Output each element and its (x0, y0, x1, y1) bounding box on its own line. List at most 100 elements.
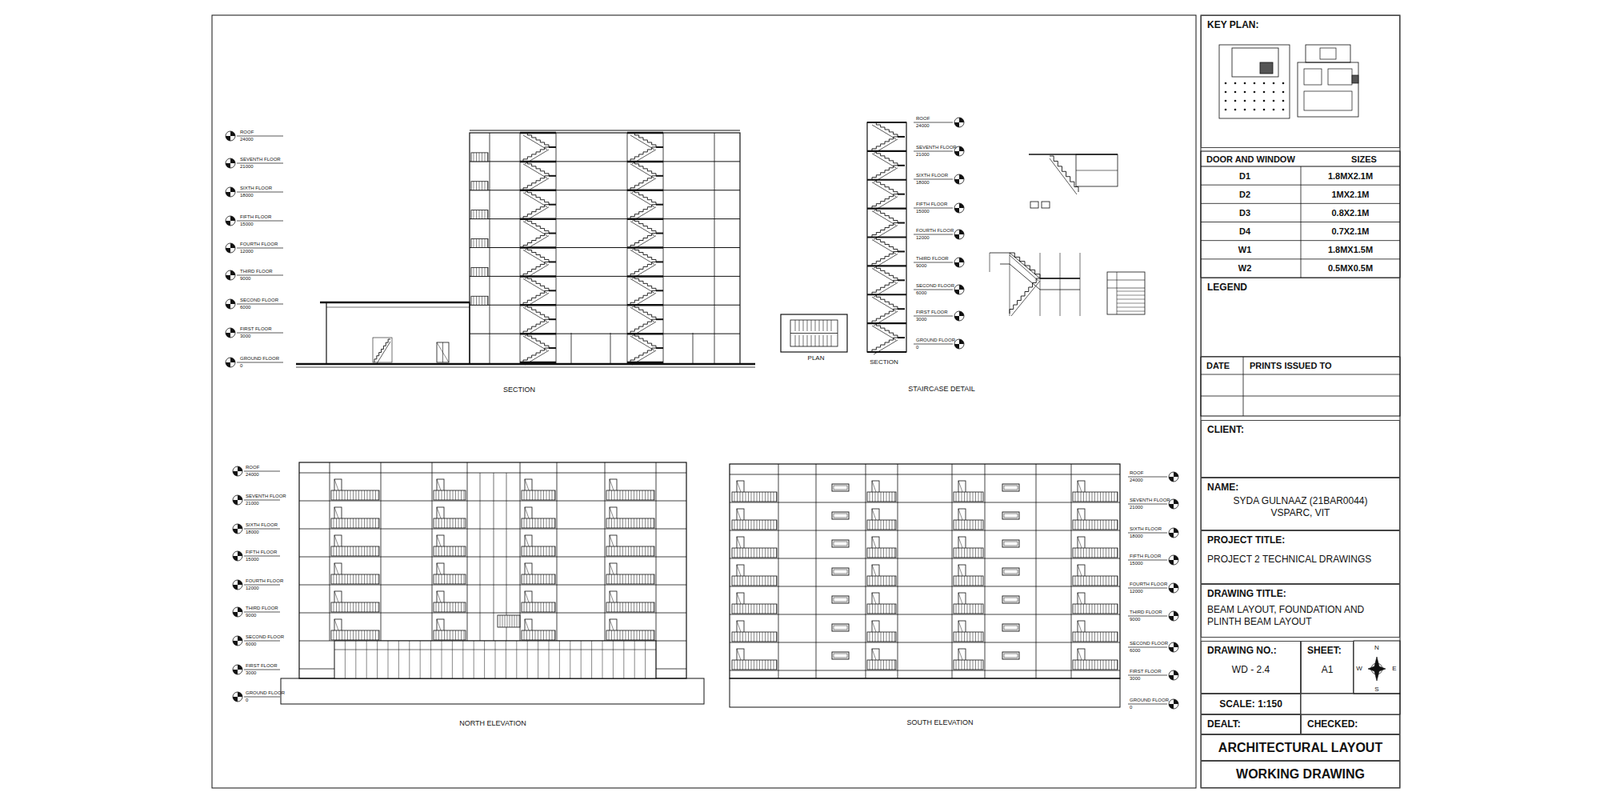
railing-bar (742, 520, 744, 530)
grid-dot (1244, 100, 1247, 103)
stair-landing (897, 136, 905, 138)
railing-bar (444, 490, 445, 500)
railing-bar (364, 518, 365, 528)
level-line (913, 234, 953, 236)
railing-bar (1094, 604, 1096, 614)
railing-bar (631, 574, 632, 584)
railing-bar (1097, 520, 1099, 530)
stair-tread (795, 335, 796, 347)
level-value: 3000 (916, 316, 927, 323)
level-value: 12000 (916, 235, 930, 241)
railing-bar (1075, 520, 1076, 530)
railing-bar (869, 492, 871, 502)
title-block-cell: SCALE: 1:150 (1200, 693, 1301, 715)
compass-letter: W (1356, 664, 1363, 672)
stair-landing (897, 336, 905, 339)
railing-bar (543, 490, 544, 500)
railing-bar (958, 520, 960, 530)
grid-dot (1272, 82, 1276, 85)
balcony-railing (867, 604, 896, 614)
balcony-railing (521, 574, 556, 584)
railing-bar (375, 546, 376, 556)
railing-bar (464, 602, 465, 612)
railing-bar (1108, 660, 1110, 670)
railing-bar (339, 574, 340, 584)
balcony-railing (331, 630, 380, 640)
level-quadrant (232, 528, 238, 534)
window-symbol (832, 484, 849, 492)
post (1009, 252, 1011, 316)
level-name: SEVENTH FLOOR (1129, 497, 1171, 504)
stair-slab (627, 217, 664, 220)
railing-bar (479, 152, 480, 162)
railing-bar (464, 630, 465, 640)
balcony-railing (1072, 492, 1118, 502)
railing-bar (751, 492, 752, 502)
railing-bar (956, 548, 957, 558)
railing-bar (1077, 548, 1079, 558)
railing-bar (736, 604, 738, 614)
railing-bar (978, 604, 980, 614)
railing-bar (736, 660, 738, 670)
railing-bar (622, 546, 624, 556)
mullion (537, 640, 539, 679)
stair-slab (627, 275, 664, 278)
window-glass (833, 653, 848, 658)
table-header: DATE (1206, 360, 1230, 372)
railing-bar (631, 490, 632, 500)
balcony-railing (953, 520, 984, 530)
stair-tread (811, 320, 812, 332)
table-rule (1200, 166, 1400, 168)
landing-rail (1076, 170, 1118, 172)
railing-bar (972, 660, 974, 670)
stair-landing (656, 175, 664, 177)
railing-bar (776, 632, 777, 642)
railing-bar (892, 576, 893, 586)
railing-bar (1088, 576, 1090, 586)
stair-slab (520, 217, 556, 220)
floor-slab (469, 218, 740, 220)
level-value: 12000 (240, 248, 254, 255)
stair-flight (523, 261, 549, 276)
floor-line (729, 502, 1120, 504)
railing-bar (369, 574, 371, 584)
railing-bar (543, 602, 544, 612)
railing-bar (644, 490, 646, 500)
stair-flight (872, 180, 898, 195)
level-name: GROUND FLOOR (240, 356, 280, 362)
window-symbol (1002, 540, 1020, 548)
level-quadrant (1173, 499, 1179, 504)
railing-bar (892, 492, 893, 502)
level-name: SIXTH FLOOR (1129, 526, 1162, 532)
compass-cell (1353, 640, 1400, 694)
stair-slab (627, 189, 664, 192)
grid-dot (1244, 108, 1247, 112)
wall-line (432, 462, 433, 641)
railing-bar (484, 296, 486, 305)
plan-room (1328, 68, 1352, 85)
stair-slab (520, 160, 556, 164)
level-circle (232, 580, 243, 590)
railing-bar (341, 546, 343, 556)
stair-flight (523, 348, 549, 363)
stair-stringer (872, 240, 896, 255)
railing-bar (1111, 520, 1112, 530)
railing-bar (532, 630, 533, 640)
railing-bar (622, 574, 624, 584)
landing-box (1076, 154, 1118, 187)
stair-flight (630, 204, 656, 220)
railing-bar (1075, 604, 1076, 614)
railing-bar (745, 548, 747, 558)
level-circle (1168, 642, 1179, 652)
railing-bar (756, 660, 758, 670)
railing-bar (745, 576, 747, 586)
level-value: 15000 (240, 221, 254, 228)
railing-bar (529, 490, 531, 500)
stair-flight (523, 233, 549, 248)
railing-bar (892, 632, 893, 642)
mullion (344, 640, 346, 679)
level-quadrant (959, 311, 964, 316)
railing-bar (880, 660, 882, 670)
stair-flight (630, 290, 656, 305)
railing-bar (1116, 492, 1118, 502)
